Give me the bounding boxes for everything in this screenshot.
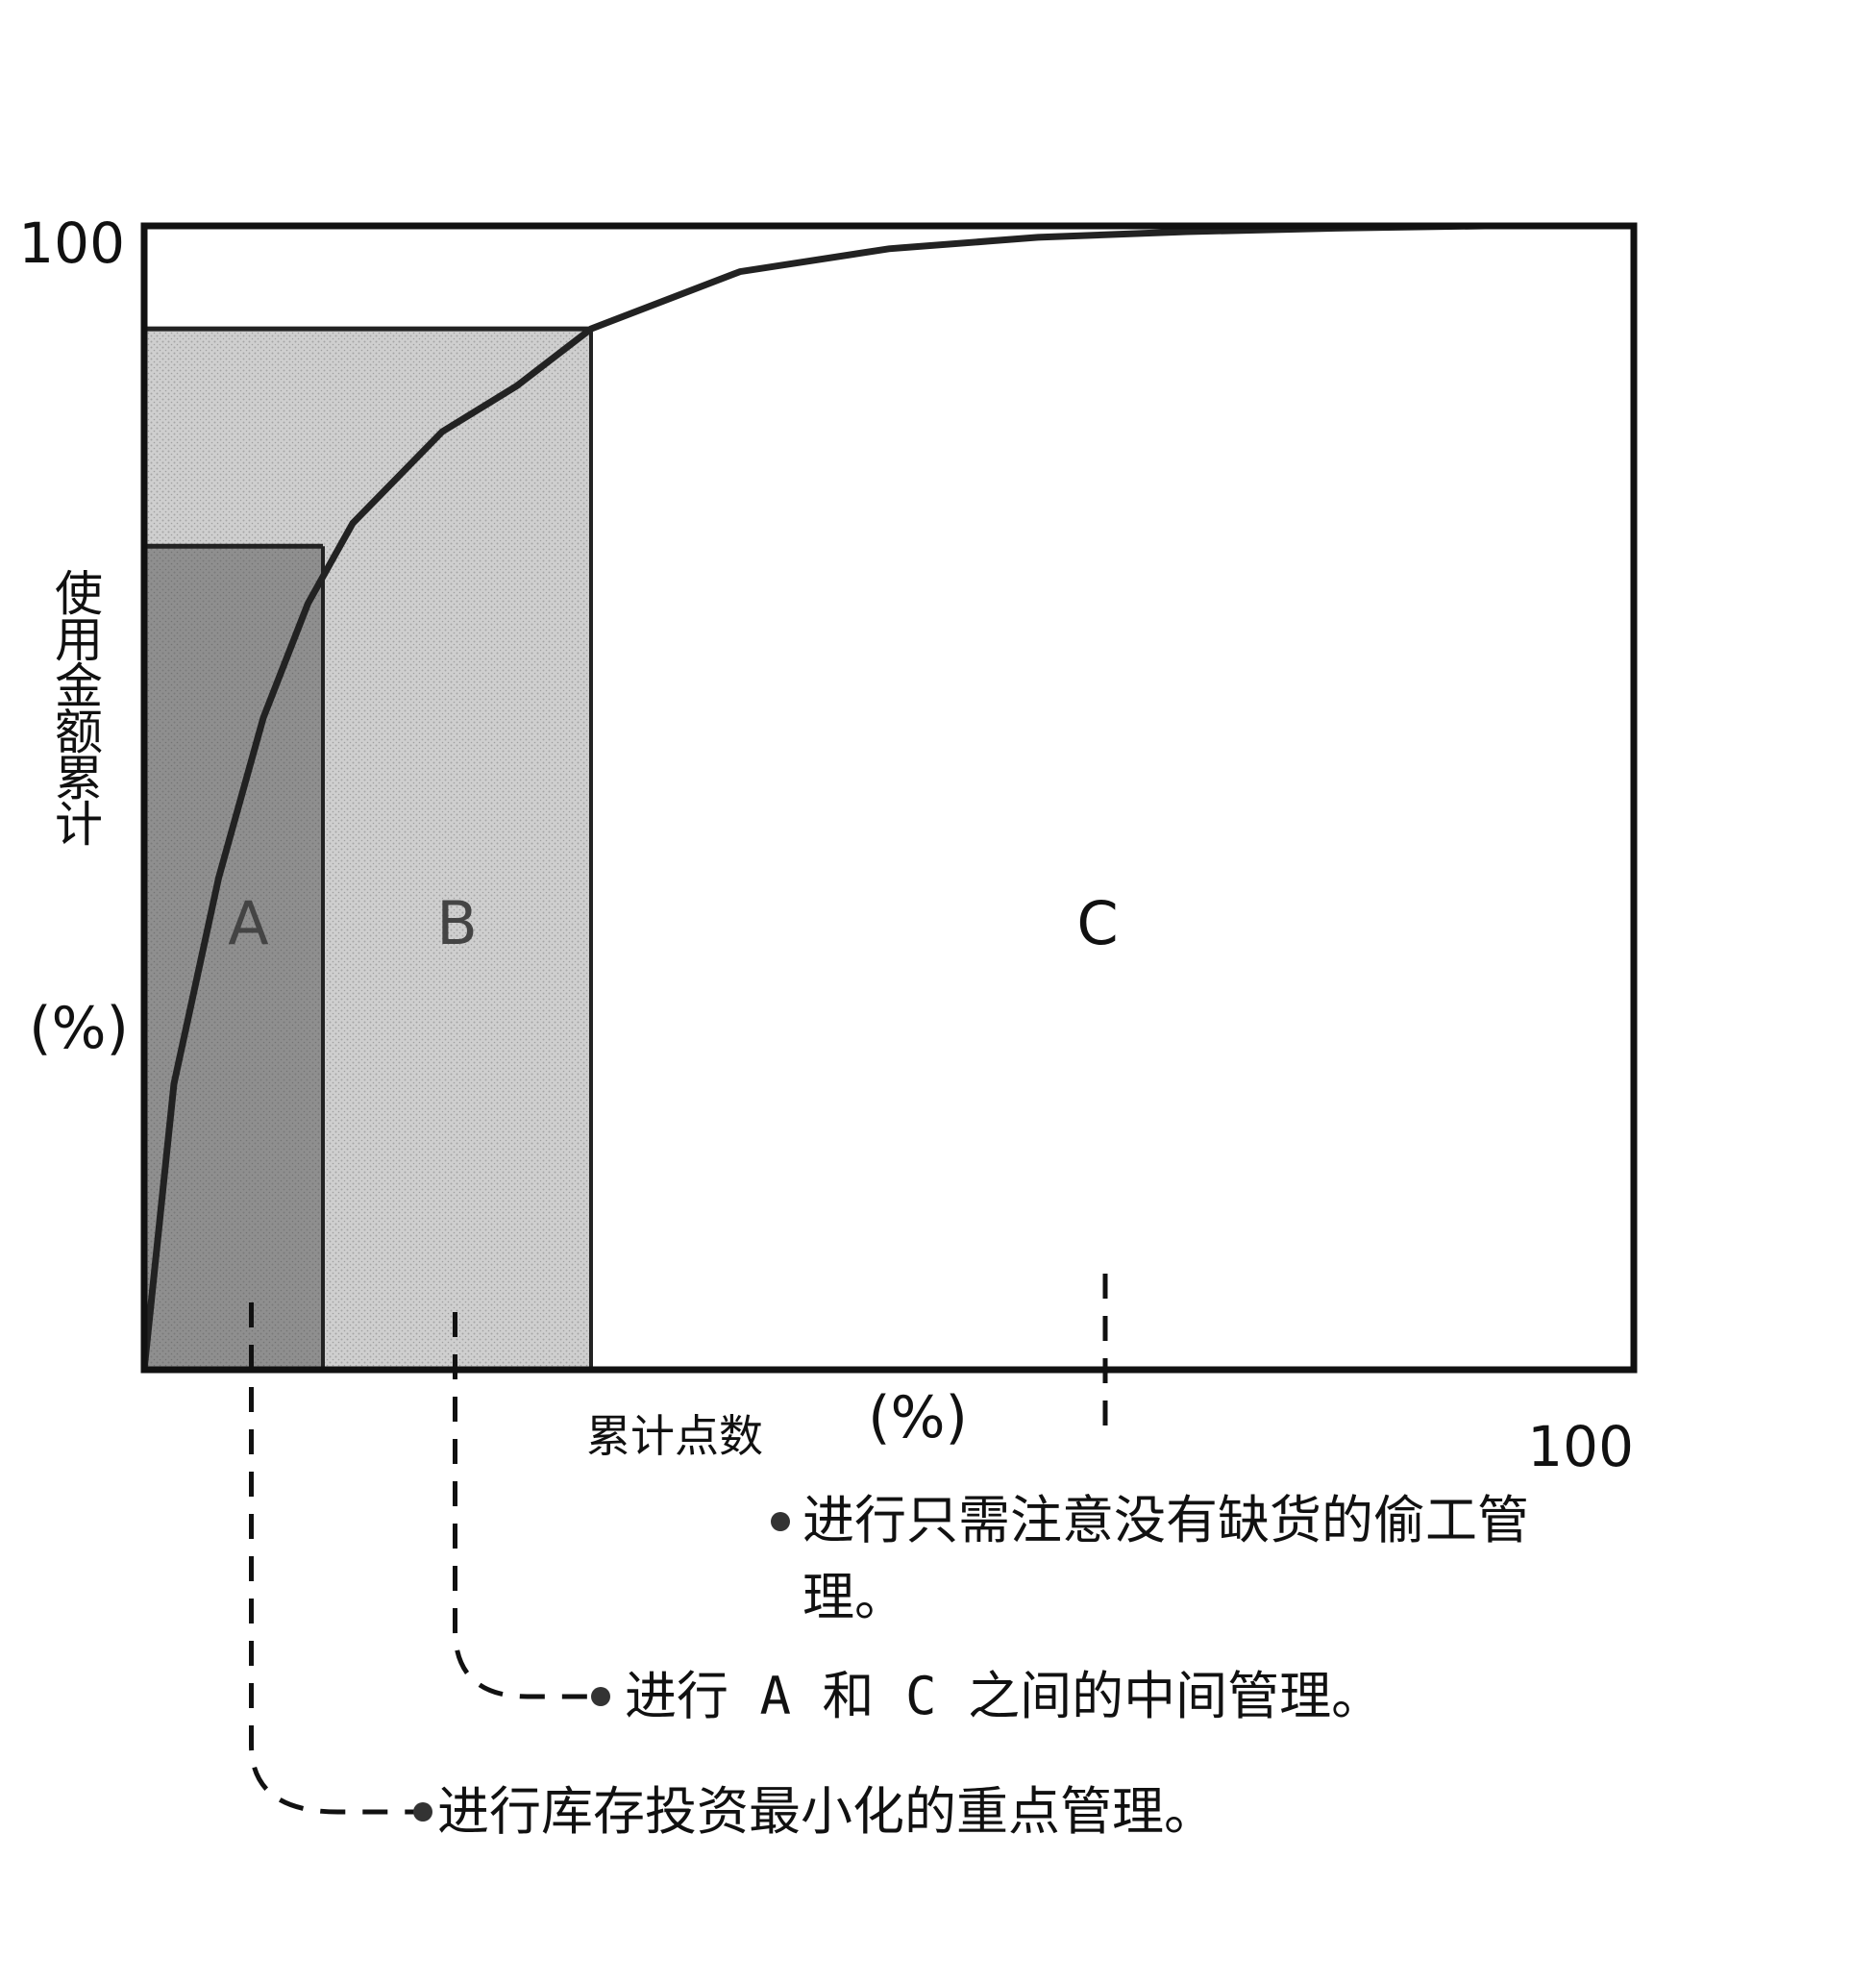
y-axis-label-char: 金 <box>55 658 103 714</box>
y-axis-label-char: 额 <box>55 705 103 760</box>
note-c-text: 理。 <box>802 1567 906 1627</box>
plot-frame <box>140 222 1638 1374</box>
region-b-label: B <box>436 888 478 958</box>
region-a-fill-texture <box>144 546 323 1370</box>
guide-a <box>249 1302 423 1815</box>
y-axis-label-char: 用 <box>55 612 103 668</box>
note-a-text: 进行库存投资最小化的重点管理。 <box>437 1781 1216 1842</box>
y-axis-label-char: 计 <box>55 797 103 853</box>
region-a-label: A <box>228 888 268 958</box>
y-axis-label-char: 使 <box>55 566 103 622</box>
note-c-text: 进行只需注意没有缺货的偷工管 <box>802 1490 1529 1550</box>
note-b-text: 进行 A 和 C 之间的中间管理。 <box>625 1666 1383 1726</box>
x-axis-label: 累计点数 <box>586 1410 763 1462</box>
note-c-bullet <box>771 1512 790 1531</box>
y-tick-max: 100 <box>18 211 125 276</box>
note-b-bullet <box>591 1687 610 1706</box>
region-guides <box>249 1274 1108 1815</box>
region-c-label: C <box>1076 888 1118 958</box>
note-a-bullet <box>413 1802 432 1822</box>
region-labels: A B C <box>228 888 1118 958</box>
y-axis-label-char: 累 <box>55 751 103 806</box>
region-fills <box>144 326 593 1371</box>
x-axis-unit: (%) <box>868 1384 968 1451</box>
cumulative-curve <box>140 222 1634 1371</box>
y-axis-unit: (%) <box>29 995 129 1062</box>
x-tick-max: 100 <box>1527 1414 1634 1479</box>
